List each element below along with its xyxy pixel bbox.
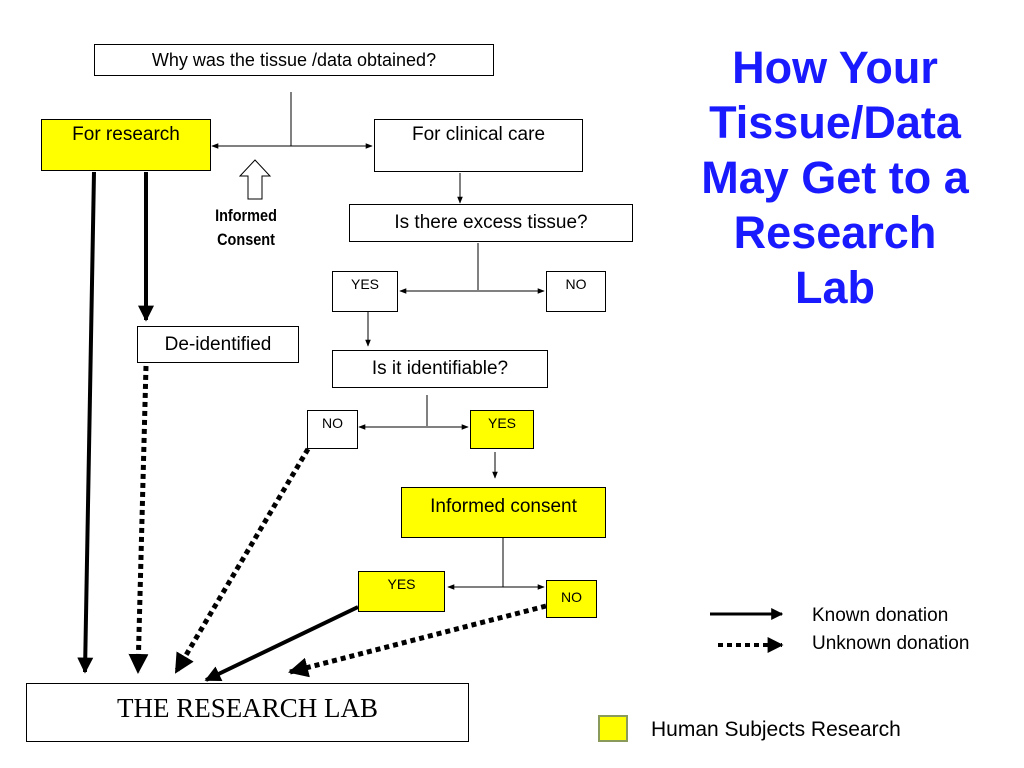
node-de-identified: De-identified [137,326,299,363]
page-title: How Your Tissue/Data May Get to a Resear… [701,42,969,313]
node-why-obtained: Why was the tissue /data obtained? [94,44,494,76]
node-excess-no: NO [546,271,606,312]
node-identifiable: Is it identifiable? [332,350,548,388]
node-identifiable-yes: YES [470,410,534,449]
node-excess-yes: YES [332,271,398,312]
node-for-research: For research [41,119,211,171]
unknown-arrow-deidentified-to-lab [128,365,149,674]
informed-consent-label: Informed Consent [215,206,277,249]
legend-human-subjects-label: Human Subjects Research [651,718,901,741]
unknown-arrow-no-to-lab [173,447,311,674]
known-arrow-research-to-lab [77,171,96,674]
legend-known-label: Known donation [812,605,949,626]
known-arrow-consent-yes-to-lab [204,605,359,682]
node-research-lab: THE RESEARCH LAB [26,683,469,742]
node-excess-tissue: Is there excess tissue? [349,204,633,242]
node-consent-no: NO [546,580,597,618]
node-consent-yes: YES [358,571,445,612]
unknown-arrow-consent-no-to-lab [288,603,547,678]
hollow-up-arrow-icon [238,159,272,200]
node-identifiable-no: NO [307,410,358,449]
legend-unknown-label: Unknown donation [812,633,970,654]
legend-human-subjects-swatch [598,715,628,742]
node-informed-consent: Informed consent [401,487,606,538]
node-for-clinical-care: For clinical care [374,119,583,172]
